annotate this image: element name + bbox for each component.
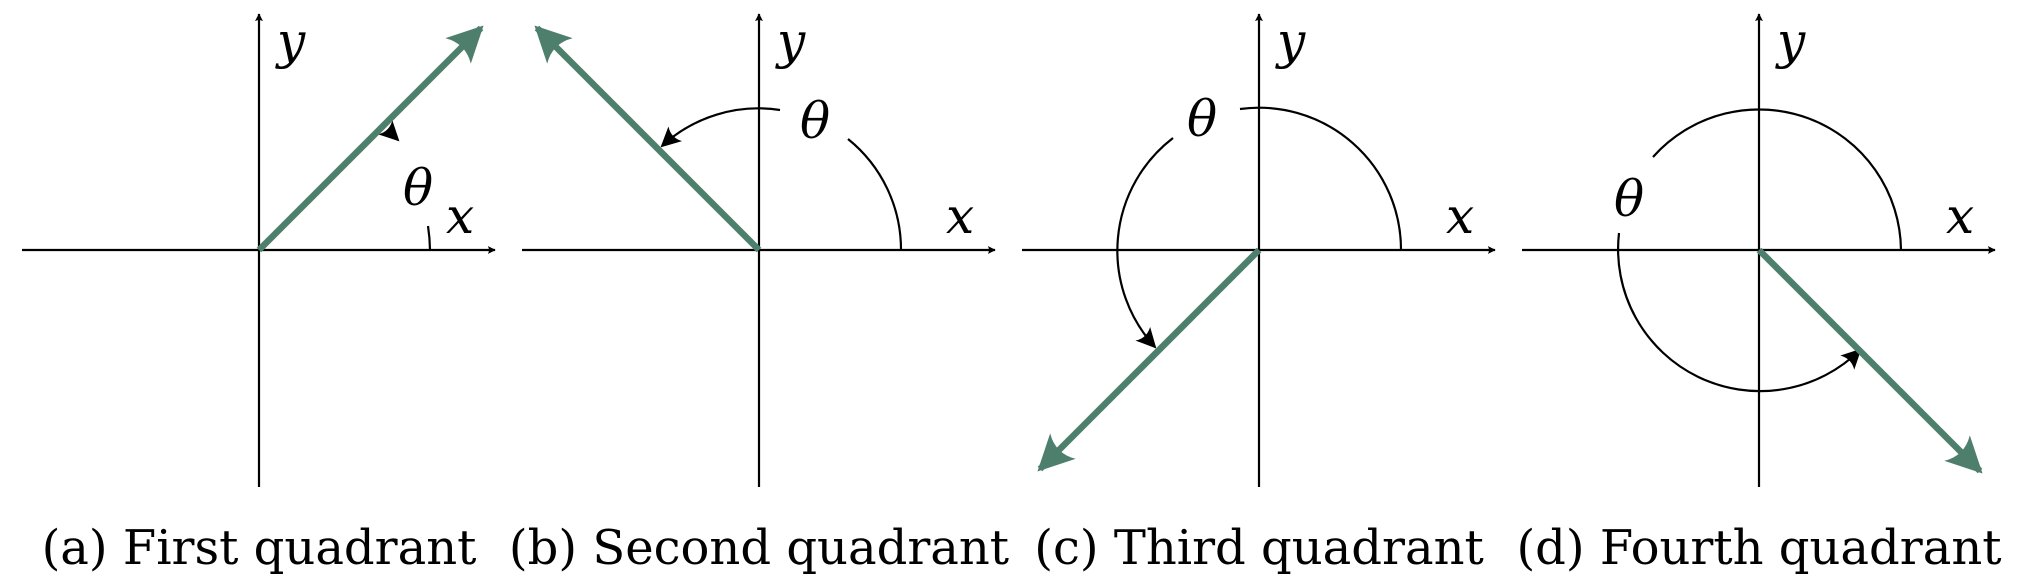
- theta-label: θ: [1187, 90, 1217, 148]
- angle-arc: [1239, 106, 1403, 251]
- angle-arc: [1617, 232, 1862, 393]
- vector-arrow: [534, 25, 762, 253]
- caption-b: (b) Second quadrant: [509, 520, 1009, 576]
- panel-fourth-quadrant: x y θ (d) Fourth quadrant: [1516, 12, 2001, 576]
- panel-second-quadrant: x y θ (b) Second quadrant: [509, 12, 1009, 576]
- x-axis-label: x: [1446, 187, 1474, 245]
- angle-arc-head: [378, 120, 400, 142]
- panel-third-quadrant: x y θ (c) Third quadrant: [1022, 12, 1496, 576]
- y-axis-label: y: [1275, 12, 1306, 70]
- vector-arrow: [256, 25, 484, 253]
- y-axis-label: y: [275, 12, 306, 70]
- caption-d: (d) Fourth quadrant: [1516, 520, 2001, 576]
- y-axis-label: y: [1775, 12, 1806, 70]
- caption-a: (a) First quadrant: [42, 520, 477, 576]
- x-axis-label: x: [446, 187, 474, 245]
- angle-arc: [1116, 137, 1174, 349]
- angle-arc: [1652, 108, 1903, 251]
- y-axis-label: y: [775, 12, 806, 70]
- angle-arc: [847, 138, 903, 251]
- vector-arrow: [1037, 247, 1262, 472]
- panel-first-quadrant: x y θ (a) First quadrant: [22, 12, 496, 576]
- caption-c: (c) Third quadrant: [1034, 520, 1484, 576]
- vector-arrow: [1756, 247, 1983, 474]
- theta-label: θ: [800, 92, 830, 150]
- x-axis-label: x: [1946, 187, 1974, 245]
- angle-arc: [660, 107, 781, 148]
- theta-label: θ: [1614, 170, 1644, 228]
- theta-label: θ: [403, 159, 433, 217]
- x-axis-label: x: [946, 187, 974, 245]
- angle-arc: [426, 225, 432, 251]
